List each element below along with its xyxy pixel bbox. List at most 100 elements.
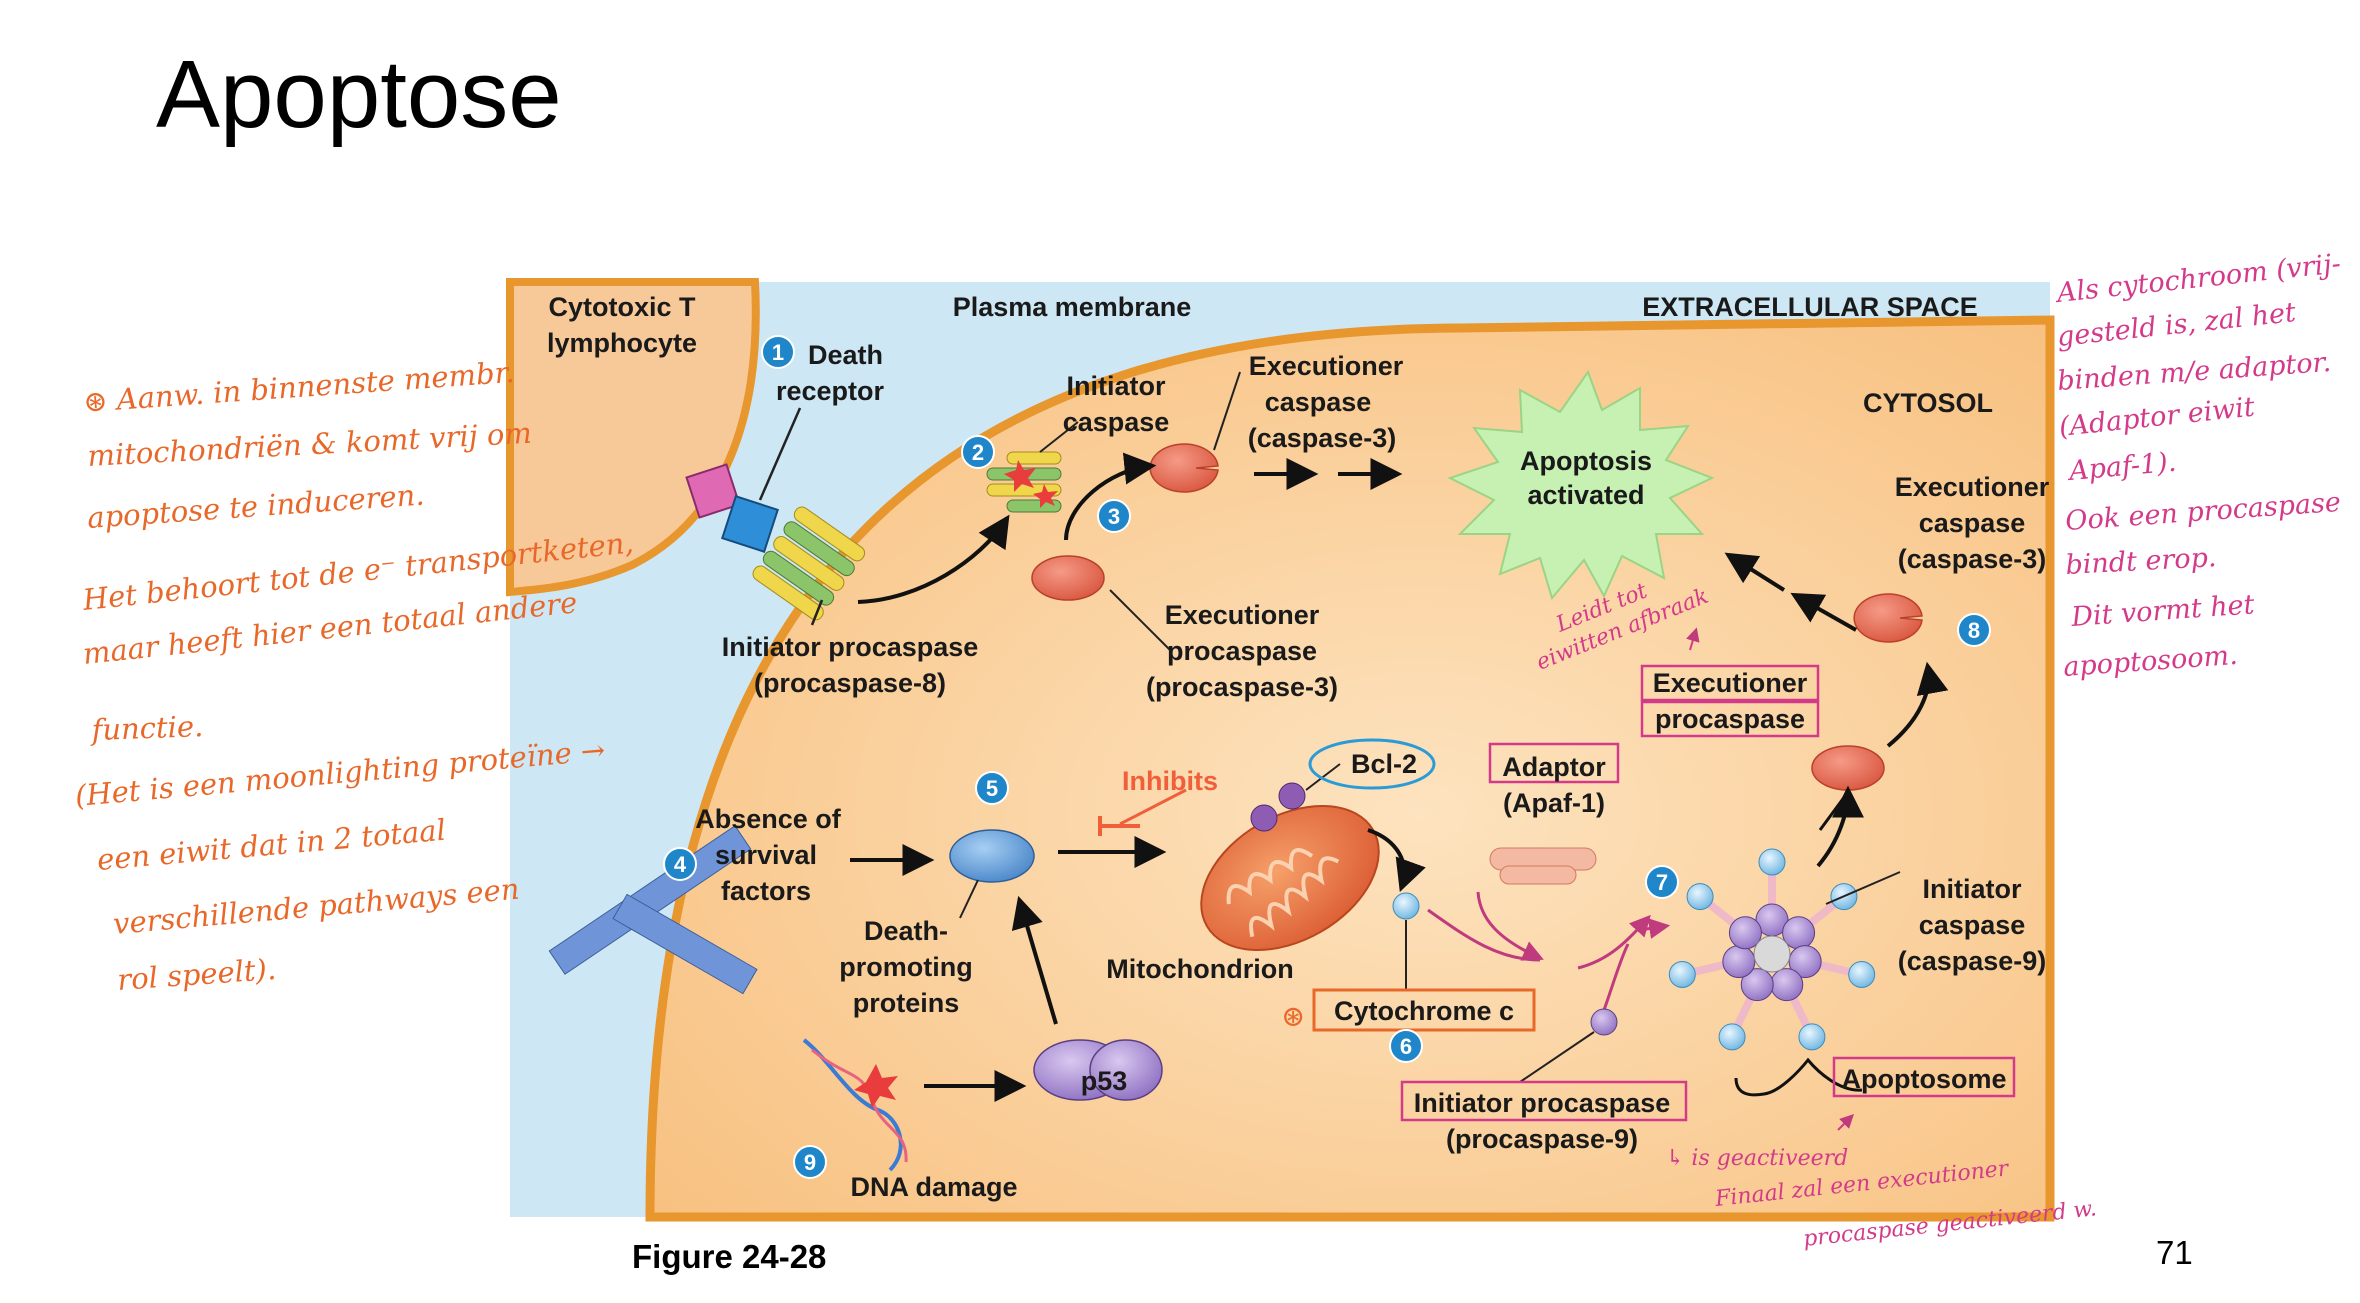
wheel-spoke-ball <box>1718 1023 1746 1051</box>
step-badge-7 <box>1645 865 1679 899</box>
inhibits-label: Inhibits <box>1122 766 1218 796</box>
fas-ligand-icon <box>685 463 741 519</box>
bcl2-label: Bcl-2 <box>1351 749 1417 779</box>
wheel-spoke-ball <box>1668 960 1696 988</box>
executioner-procaspase-right <box>1811 745 1885 791</box>
annotation-left-line: rol speelt). <box>116 952 277 997</box>
exec-caspase-right-label: Executioner <box>1895 472 2050 502</box>
wheel-spoke-ball <box>1848 960 1876 988</box>
procaspase-3-label: Executioner <box>1165 600 1320 630</box>
wheel-spoke-ball <box>1686 883 1714 911</box>
initiator-caspase-label: Initiator <box>1067 371 1166 401</box>
procaspase-3-label-2: procaspase <box>1167 636 1317 666</box>
annotation-left-line: functie. <box>89 709 204 747</box>
procaspase-9-ball <box>1590 1008 1618 1036</box>
step-number: 6 <box>1400 1034 1412 1059</box>
caspase-9-label-2: caspase <box>1919 910 2026 940</box>
procaspase-3-label-3: (procaspase-3) <box>1146 672 1338 702</box>
exec-caspase-right-label-2: caspase <box>1919 508 2026 538</box>
wheel-hub-ball <box>1728 916 1762 950</box>
annotation-left-line: apoptose te induceren. <box>86 478 425 535</box>
wheel-center <box>1753 935 1791 973</box>
wheel-hub-ball <box>1722 945 1756 979</box>
caspase-9-label: Initiator <box>1923 874 2022 904</box>
wheel-hub-ball <box>1788 945 1822 979</box>
annotation-asterisk: ⊛ <box>1281 999 1305 1033</box>
executioner-procaspase-3 <box>1031 555 1105 601</box>
annotation-left-line: mitochondriën & komt vrij om <box>87 416 533 473</box>
step-badge-2 <box>961 435 995 469</box>
step-badge-6 <box>1389 1029 1423 1063</box>
exec-procaspase-right-label-2: procaspase <box>1655 704 1805 734</box>
death-receptor-label: Death <box>808 340 883 370</box>
step-number: 3 <box>1108 504 1120 529</box>
apoptosis-activated-burst <box>1447 369 1715 601</box>
apaf1-bar-2 <box>1499 865 1577 885</box>
wheel-spoke-ball <box>1798 1023 1826 1051</box>
death-promoting-label-3: proteins <box>853 988 960 1018</box>
annotation-right-line: Apaf-1). <box>2065 447 2178 487</box>
apoptosis-activated-label-2: activated <box>1527 480 1644 510</box>
step-badge-1 <box>761 335 795 369</box>
step-number: 2 <box>972 440 984 465</box>
absence-label-2: survival <box>715 840 817 870</box>
annotation-geactiveerd: ↳ is geactiveerd <box>1666 1146 1848 1171</box>
cytosol-label: CYTOSOL <box>1863 388 1993 418</box>
annotation-right-line: apoptosoom. <box>2062 640 2238 683</box>
annotation-left-line: ⊛ Aanw. in binnenste membr. <box>82 355 515 419</box>
step-number: 7 <box>1656 870 1668 895</box>
step-badge-5 <box>975 771 1009 805</box>
annotation-right-line: bindt erop. <box>2065 542 2217 581</box>
annotation-left-line: een eiwit dat in 2 totaal <box>96 813 447 877</box>
p53-label: p53 <box>1081 1066 1128 1096</box>
apoptosis-activated-label: Apoptosis <box>1520 446 1652 476</box>
executioner-caspase-right <box>1853 593 1923 643</box>
exec-caspase-top-label-2: caspase <box>1265 387 1372 417</box>
annotation-right-line: Als cytochroom (vrij- <box>2053 248 2343 309</box>
absence-label: Absence of <box>695 804 842 834</box>
plasma-membrane-label: Plasma membrane <box>953 292 1192 322</box>
slide-title: Apoptose <box>156 41 562 148</box>
step-number: 9 <box>804 1150 816 1175</box>
death-promoting-protein <box>949 829 1035 883</box>
adaptor-label-2: (Apaf-1) <box>1503 788 1605 818</box>
page-number: 71 <box>2156 1234 2193 1271</box>
extracellular-label: EXTRACELLULAR SPACE <box>1642 292 1978 322</box>
dna-damage-label: DNA damage <box>850 1172 1017 1202</box>
t-lymphocyte-label: Cytotoxic T <box>548 292 696 322</box>
annotation-right-line: Ook een procaspase <box>2064 487 2341 537</box>
exec-caspase-right-label-3: (caspase-3) <box>1898 544 2047 574</box>
step-badge-9 <box>793 1145 827 1179</box>
annotation-left-line: verschillende pathways een <box>112 872 521 941</box>
figure-caption: Figure 24-28 <box>632 1238 827 1275</box>
step-number: 8 <box>1968 618 1980 643</box>
dna-damage-burst-icon <box>854 1064 898 1108</box>
procaspase-9-label: Initiator procaspase <box>1414 1088 1671 1118</box>
annotation-right-line: binden m/e adaptor. <box>2056 347 2332 397</box>
annotation-right: Als cytochroom (vrij-gesteld is, zal het… <box>2053 248 2343 683</box>
procaspase-8-label-2: (procaspase-8) <box>754 668 946 698</box>
bcl2-highlight <box>1308 738 1436 790</box>
exec-procaspase-right-label: Executioner <box>1653 668 1808 698</box>
initiator-caspase-bundle <box>986 451 1062 513</box>
procaspase-8-label: Initiator procaspase <box>722 632 979 662</box>
cytochrome-c-label: Cytochrome c <box>1334 996 1514 1026</box>
t-lymphocyte-label-2: lymphocyte <box>547 328 697 358</box>
step-number: 1 <box>772 340 784 365</box>
receptor-icon <box>721 495 779 553</box>
t-lymphocyte <box>506 278 760 597</box>
step-badge-8 <box>1957 613 1991 647</box>
wheel-spoke-ball <box>1758 848 1786 876</box>
bcl2-protein-1 <box>1250 804 1278 832</box>
death-promoting-label-2: promoting <box>839 952 972 982</box>
procaspase-9-label-2: (procaspase-9) <box>1446 1124 1638 1154</box>
initiator-caspase-label-2: caspase <box>1063 407 1170 437</box>
step-number: 4 <box>674 852 687 877</box>
activation-burst-icon <box>1004 460 1036 492</box>
p53-protein <box>1033 1039 1163 1101</box>
bcl2-protein-2 <box>1278 782 1306 810</box>
exec-caspase-top-label-3: (caspase-3) <box>1248 423 1397 453</box>
exec-caspase-top-label: Executioner <box>1249 351 1404 381</box>
annotation-right-line: Dit vormt het <box>2069 589 2255 633</box>
